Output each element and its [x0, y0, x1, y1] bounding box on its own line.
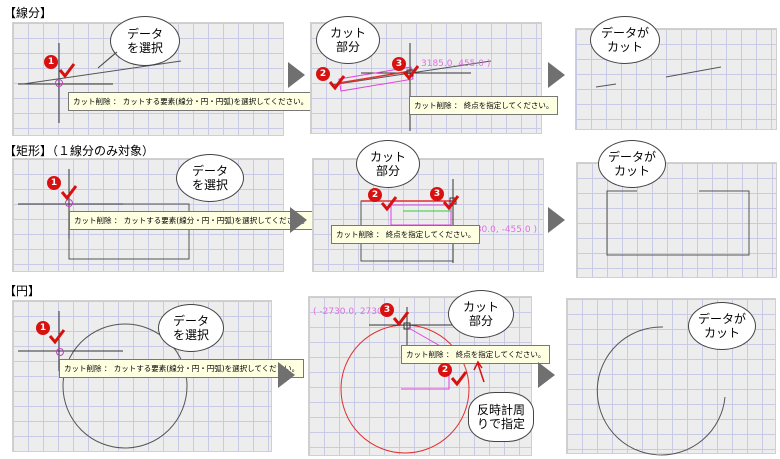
bubble-text: データ [126, 27, 163, 41]
tooltip-select-element: カット削除 ： カットする要素(線分・円・円弧)を選択してください。 [69, 211, 315, 230]
bubble-text: 部分 [468, 314, 493, 328]
coordinate-readout: ( 2730.0, -455.0 ) [458, 225, 537, 235]
bubble-text: を選択 [172, 328, 209, 342]
tooltip-specify-end: カット削除 ： 終点を指定してください。 [401, 345, 551, 364]
drawing-canvas [596, 326, 726, 456]
drawing-canvas [360, 179, 457, 263]
panel-circle-cut[interactable]: ( -2730.0, 2730 カット削除 ： 終点を指定してください。 [308, 296, 551, 456]
right-triangle-arrow-icon [278, 362, 295, 388]
bubble-text: データが [607, 150, 656, 164]
bubble-text: カット [613, 164, 650, 178]
bubble-text: カット [606, 40, 643, 54]
bubble-text: 部分 [335, 40, 360, 54]
bubble-text: カット [703, 326, 740, 340]
bubble-cut-part: カット 部分 [448, 290, 514, 338]
checkmark-icon [60, 185, 78, 201]
drawing-canvas [595, 66, 722, 88]
step-badge-2: 2 [316, 67, 330, 81]
checkmark-icon [58, 63, 76, 79]
bubble-text: りで指定 [476, 417, 525, 431]
bubble-data-cut: データが カット [590, 16, 660, 64]
drawing-canvas [606, 190, 750, 256]
right-triangle-arrow-icon [548, 62, 565, 88]
bubble-counterclockwise: 反時計周 りで指定 [468, 392, 534, 442]
bubble-text: カット [462, 300, 499, 314]
tooltip-select-element: カット削除 ： カットする要素(線分・円・円弧)を選択してください。 [59, 359, 305, 378]
bubble-text: カット [329, 26, 366, 40]
tooltip-specify-end: カット削除 ： 終点を指定してください。 [409, 96, 559, 115]
bubble-text: を選択 [191, 178, 228, 192]
step-badge-2: 2 [368, 188, 382, 202]
bubble-select-data: データ を選択 [176, 154, 244, 202]
checkmark-icon [380, 196, 398, 212]
bubble-select-data: データ を選択 [110, 16, 180, 66]
bubble-text: 部分 [375, 164, 400, 178]
bubble-text: データ [172, 314, 209, 328]
drawing-canvas [18, 169, 190, 260]
step-badge-3: 3 [392, 57, 406, 71]
section-label-line: 【線分】 [4, 6, 53, 20]
bubble-cut-part: カット 部分 [316, 16, 380, 64]
bubble-cut-part: カット 部分 [356, 140, 420, 188]
checkmark-icon [392, 311, 410, 327]
coordinate-readout: 3185.0, 455.0 ) [421, 59, 491, 69]
bubble-tail [97, 51, 118, 69]
right-triangle-arrow-icon [290, 207, 307, 233]
panel-circle-result [566, 298, 776, 456]
bubble-text: を選択 [126, 41, 163, 55]
bubble-text: データ [191, 164, 228, 178]
checkmark-icon [450, 371, 468, 387]
checkmark-icon [402, 65, 420, 81]
bubble-data-cut: データが カット [688, 302, 756, 350]
checkmark-icon [48, 329, 66, 345]
step-badge-2: 2 [438, 363, 452, 377]
tooltip-specify-end: カット削除 ： 終点を指定してください。 [331, 225, 481, 244]
right-triangle-arrow-icon [288, 62, 305, 88]
checkmark-icon [442, 195, 460, 211]
section-label-rect: 【矩形】（１線分のみ対象） [4, 144, 155, 158]
tooltip-select-element: カット削除 ： カットする要素(線分・円・円弧)を選択してください。 [68, 92, 314, 111]
bubble-select-data: データ を選択 [158, 304, 224, 352]
bubble-text: データが [600, 26, 649, 40]
right-triangle-arrow-icon [538, 362, 555, 388]
right-triangle-arrow-icon [548, 207, 565, 233]
bubble-text: 反時計周 [476, 403, 525, 417]
direction-arrow-icon [473, 360, 485, 383]
bubble-text: カット [369, 150, 406, 164]
checkmark-icon [328, 75, 346, 91]
step-badge-3: 3 [430, 187, 444, 201]
bubble-data-cut: データが カット [598, 140, 666, 188]
section-label-circle: 【円】 [4, 284, 41, 298]
coordinate-readout: ( -2730.0, 2730 [313, 307, 383, 317]
panel-circle-select[interactable]: カット削除 ： カットする要素(線分・円・円弧)を選択してください。 [12, 300, 305, 452]
step-badge-1: 1 [44, 55, 58, 69]
step-badge-3: 3 [380, 303, 394, 317]
bubble-text: データが [697, 312, 746, 326]
step-badge-1: 1 [47, 176, 61, 190]
step-badge-1: 1 [36, 321, 50, 335]
panel-rect-cut[interactable]: ( 2730.0, -455.0 ) カット削除 ： 終点を指定してください。 [312, 158, 544, 272]
